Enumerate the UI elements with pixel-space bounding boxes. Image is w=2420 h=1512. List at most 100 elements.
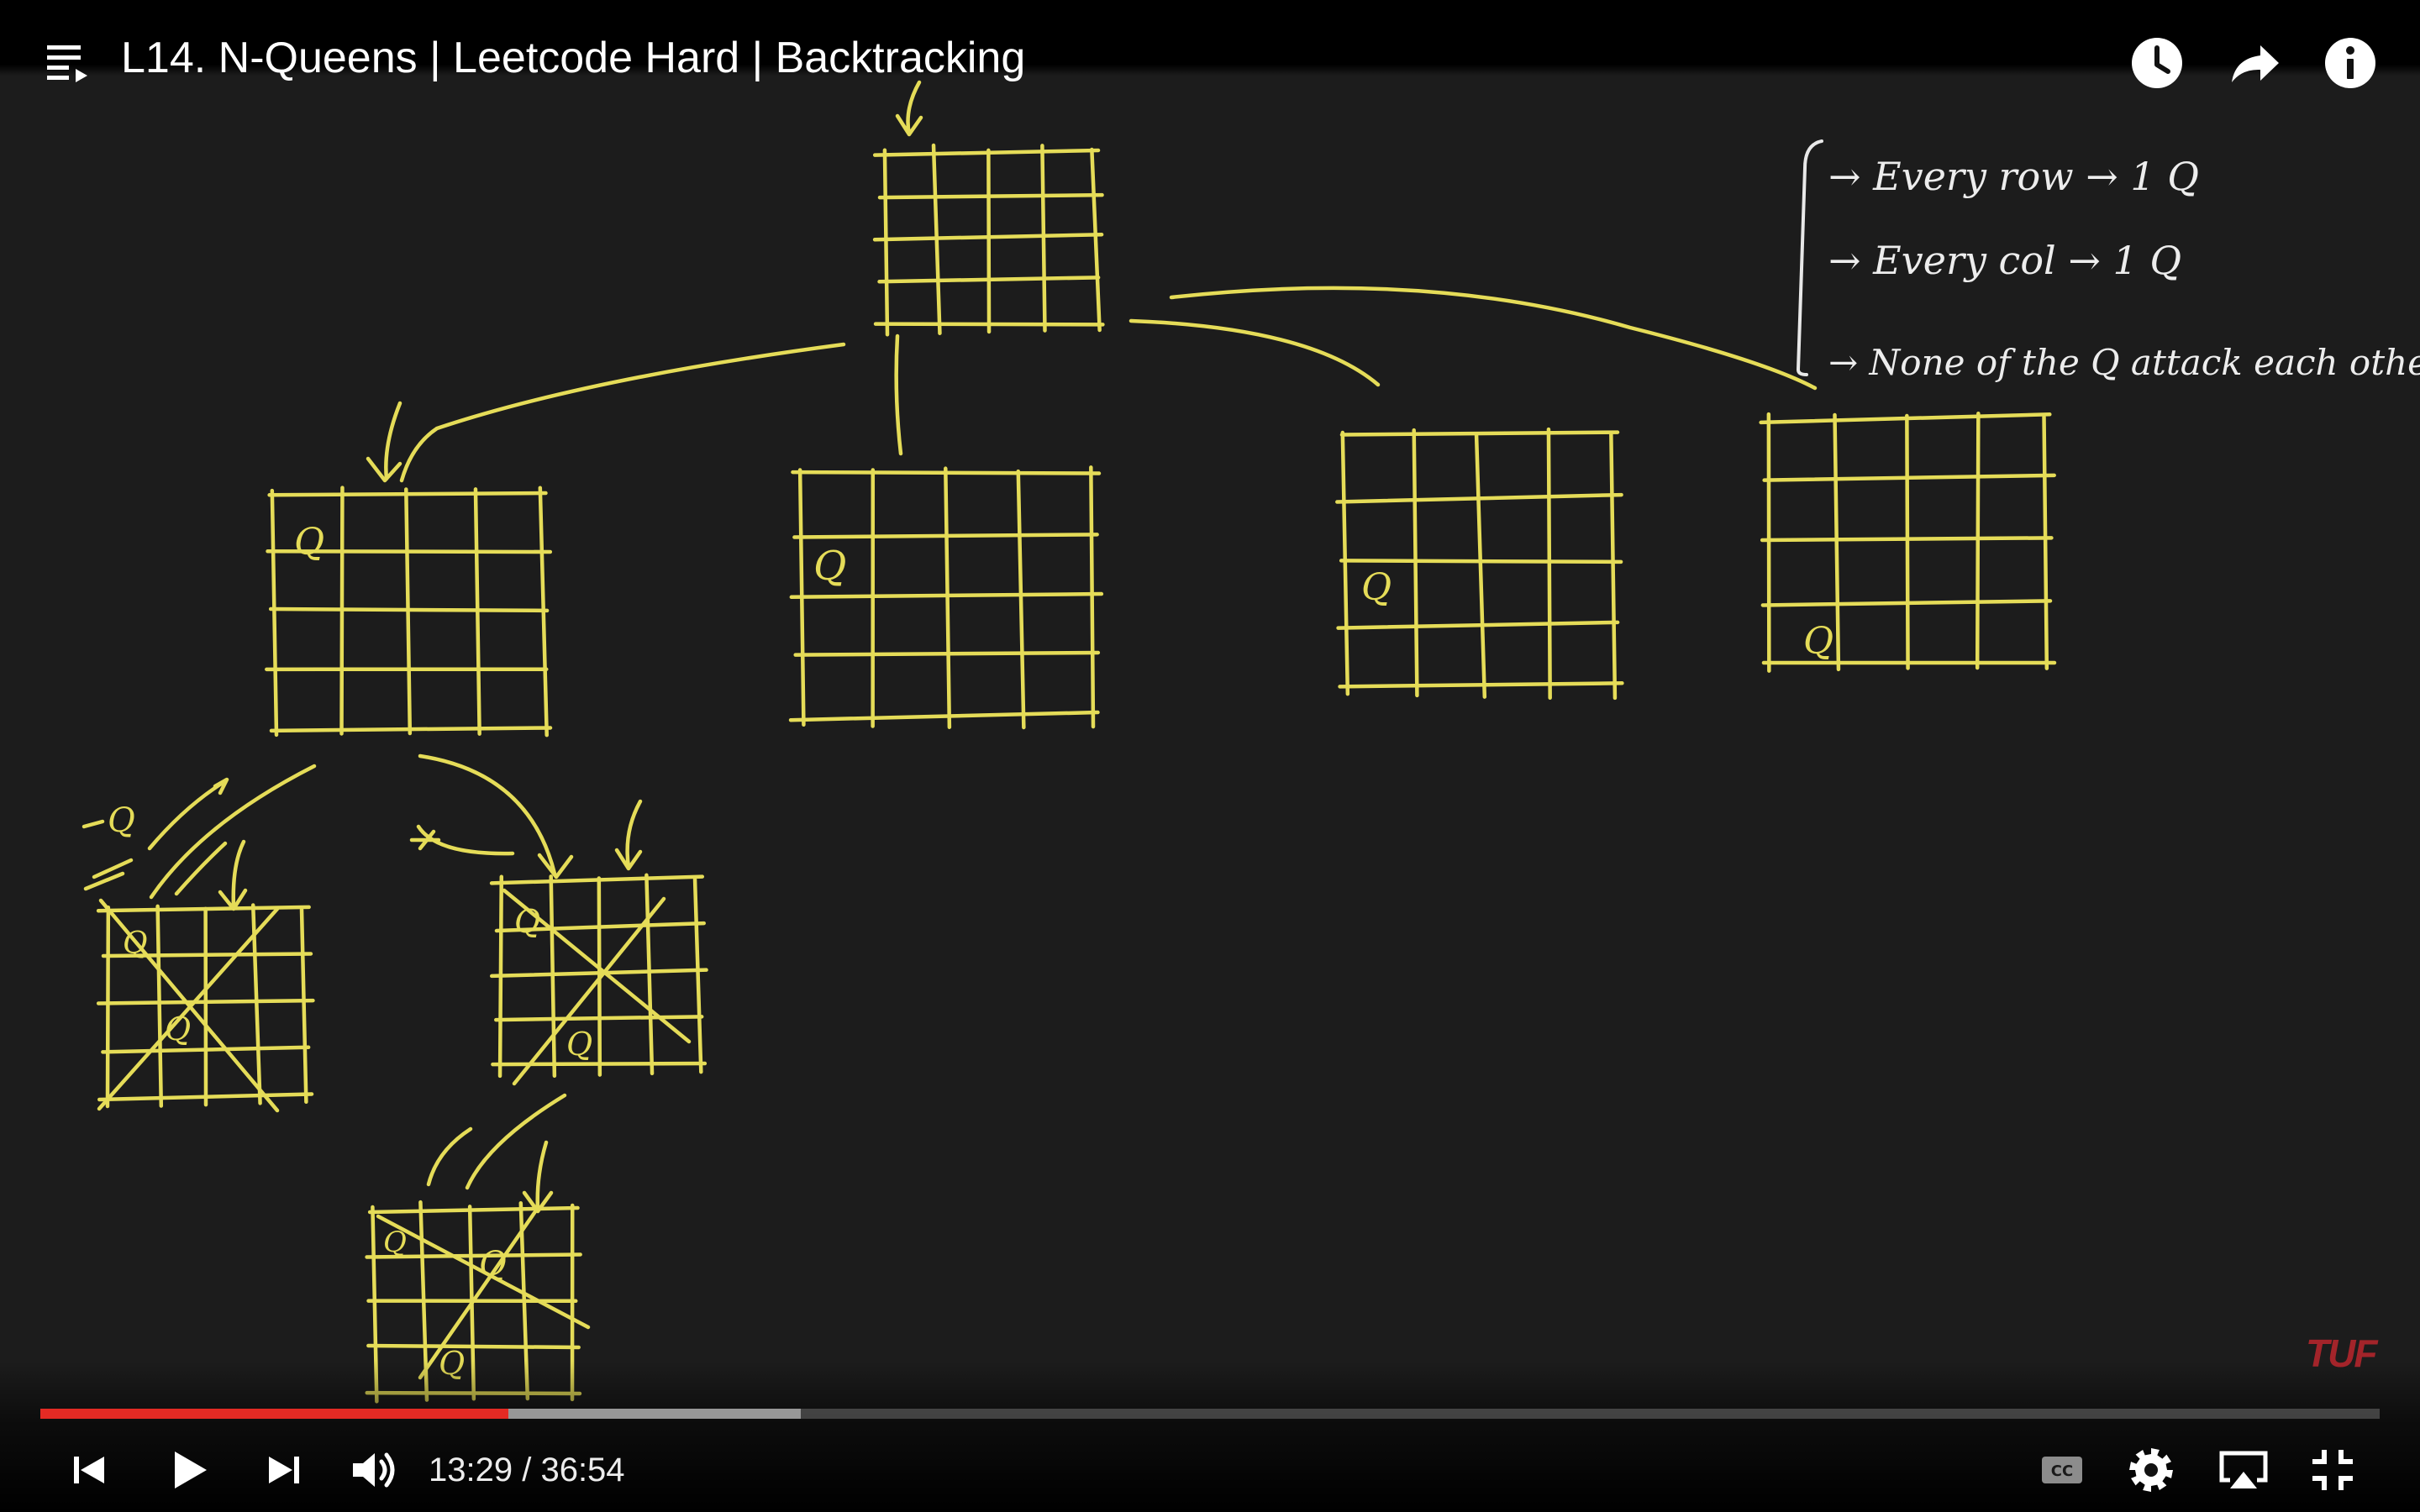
root-board-hline	[877, 276, 1101, 284]
cross-out-b	[502, 888, 692, 1086]
playlist-icon[interactable]	[44, 39, 92, 86]
board-col2-vline	[944, 466, 952, 729]
settings-icon[interactable]	[2121, 1440, 2181, 1500]
captions-icon[interactable]: CC	[2032, 1440, 2092, 1500]
root-board-hline	[873, 322, 1105, 327]
board-col4-hline	[1762, 473, 2056, 482]
bottom-gradient	[0, 1361, 2420, 1512]
strike-marks	[83, 858, 134, 891]
video-title[interactable]: L14. N-Queens | Leetcode Hard | Backtrac…	[121, 34, 1026, 82]
queen-board4: Q	[1803, 620, 1833, 663]
minus-mark	[82, 819, 105, 829]
info-icon[interactable]	[2323, 35, 2378, 91]
volume-icon[interactable]	[343, 1440, 403, 1500]
try-arrow-5	[426, 1126, 473, 1187]
board-level3-hline	[367, 1205, 580, 1215]
queen-board3: Q	[1361, 566, 1392, 609]
queen-l2b-2: Q	[566, 1026, 592, 1063]
queen-l2a-1: Q	[123, 927, 148, 961]
board-col3-hline	[1338, 681, 1624, 689]
queen-l2b-1: Q	[514, 903, 540, 940]
board-level2-a-vline	[250, 903, 262, 1105]
root-board-hline	[872, 148, 1101, 157]
board-col1-vline	[270, 488, 279, 738]
queen-l3-2: Q	[479, 1245, 507, 1284]
board-col1-vline	[404, 487, 413, 736]
airplay-icon[interactable]	[2213, 1440, 2274, 1500]
watch-later-icon[interactable]	[2129, 35, 2185, 91]
try-arrow-1	[147, 777, 229, 851]
board-col2-vline	[1089, 465, 1096, 729]
board-col2-hline	[788, 710, 1100, 722]
board-level2-b-hline	[494, 1015, 704, 1022]
progress-played	[40, 1409, 509, 1419]
cross-out-c	[376, 1205, 591, 1380]
progress-bar[interactable]	[40, 1409, 2380, 1419]
board-col2-hline	[793, 650, 1101, 657]
controls-bar: 13:29 / 36:54 CC	[0, 1428, 2420, 1512]
time-display: 13:29 / 36:54	[429, 1445, 625, 1495]
root-board-vline	[986, 148, 992, 334]
board-level2-b-hline	[491, 1061, 708, 1067]
queen-attempt: Q	[108, 801, 135, 840]
board-col3-vline	[1474, 432, 1487, 699]
next-icon[interactable]	[254, 1440, 314, 1500]
board-level3-hline	[365, 1252, 582, 1259]
board-col4-vline	[2042, 415, 2049, 670]
board-col4-vline	[1833, 412, 1841, 672]
board-level2-b-vline	[644, 873, 655, 1076]
title-bar: L14. N-Queens | Leetcode Hard | Backtrac…	[0, 0, 2420, 88]
branch-l2-a	[149, 764, 317, 900]
branch-line-3	[1128, 318, 1381, 387]
queen-l2a-2: Q	[165, 1011, 191, 1047]
board-col4-vline	[1975, 411, 1981, 670]
share-icon[interactable]	[2227, 35, 2282, 91]
root-arrow	[895, 80, 923, 137]
board-col1-hline	[269, 726, 553, 733]
rule-every-col: → Every col → 1 Q	[1828, 238, 2181, 283]
board-level2-a-hline	[101, 1045, 311, 1054]
board-col3-hline	[1336, 620, 1620, 630]
child-arrow-1	[366, 401, 402, 483]
board-col3-vline	[1609, 432, 1618, 701]
rule-no-attack: → None of the Q attack each other	[1828, 342, 2420, 383]
board-level2-b-hline	[489, 874, 705, 885]
root-board-vline	[882, 148, 890, 337]
progress-track	[40, 1409, 2380, 1419]
channel-watermark[interactable]: TUF	[2306, 1331, 2377, 1375]
current-time: 13:29	[429, 1452, 513, 1488]
svg-text:CC: CC	[2051, 1462, 2073, 1480]
board-col1-vline	[473, 487, 481, 736]
previous-icon[interactable]	[59, 1440, 119, 1500]
root-board-vline	[1040, 144, 1047, 333]
root-board-hline	[877, 192, 1104, 200]
board-level2-a-hline	[97, 1092, 314, 1102]
board-level2-b-vline	[692, 877, 703, 1074]
rule-every-row: → Every row → 1 Q	[1828, 154, 2199, 199]
board-col3-vline	[1546, 427, 1552, 701]
try-arrow-2	[174, 841, 228, 896]
exit-fullscreen-icon[interactable]	[2302, 1440, 2363, 1500]
play-icon[interactable]	[158, 1440, 218, 1500]
top-gradient	[0, 0, 2420, 76]
cross-out-a	[97, 898, 280, 1113]
queen-l3-1: Q	[383, 1226, 407, 1259]
board-level2-a-vline	[299, 907, 308, 1105]
board-level3-hline	[366, 1343, 581, 1350]
branch-line-4	[1169, 286, 1818, 391]
rules-note: → Every row → 1 Q → Every col → 1 Q → No…	[1796, 139, 2420, 383]
time-separator: /	[513, 1452, 541, 1488]
branch-l2-b	[418, 753, 574, 879]
board-level2-a-vline	[155, 904, 164, 1108]
board-col2-vline	[1016, 469, 1026, 730]
board-col3-vline	[1340, 430, 1350, 696]
queen-board1: Q	[294, 521, 324, 564]
duration: 36:54	[540, 1452, 625, 1488]
board-col1-vline	[538, 486, 549, 738]
board-col4-hline	[1760, 599, 2053, 607]
try-arrow-3	[218, 839, 248, 911]
branch-l3	[465, 1093, 567, 1190]
backtrack-arrow	[409, 824, 515, 856]
